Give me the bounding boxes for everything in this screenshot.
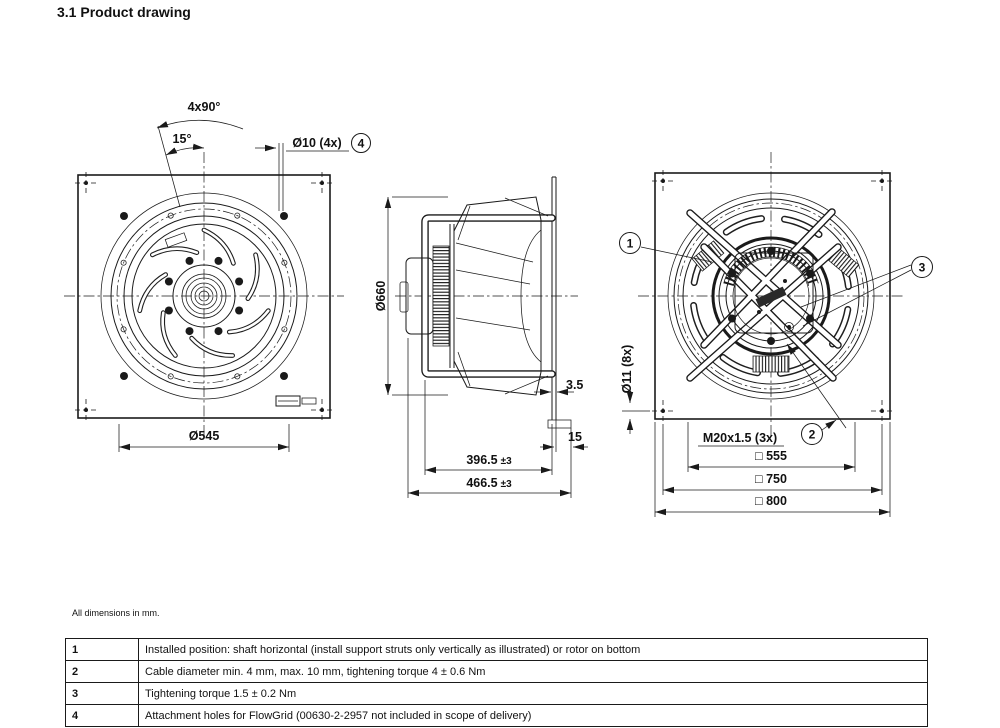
- front-corner-holes: [75, 172, 333, 421]
- legend-row-number: 4: [65, 704, 139, 727]
- front-view: Ø545 15° 4x90° Ø10 (4x) 4: [64, 100, 371, 452]
- callout-balloon-3: [911, 256, 933, 278]
- legend-table: 1 Installed position: shaft horizontal (…: [65, 638, 928, 727]
- rear-motor-fins: [723, 247, 819, 287]
- side-view: Ø660 3.5 15 396.5±3: [374, 176, 588, 498]
- side-impeller: [449, 196, 542, 396]
- rear-motor: [723, 246, 819, 345]
- front-hub: [164, 256, 244, 336]
- table-row: 1 Installed position: shaft horizontal (…: [65, 638, 928, 661]
- rear-cable-gland: [784, 322, 794, 332]
- side-dim-offset-label: 15: [568, 430, 582, 444]
- front-terminal-box: [275, 395, 317, 407]
- front-impeller-label: [164, 232, 188, 248]
- legend-row-text: Installed position: shaft horizontal (in…: [138, 638, 928, 661]
- rear-dim-square-mid-label: □ 750: [755, 472, 787, 486]
- side-dim-depth-total-label: 466.5±3: [466, 476, 512, 490]
- rear-dim-square-mid: □ 750: [662, 424, 883, 495]
- dimensions-note: All dimensions in mm.: [72, 608, 160, 618]
- side-dim-thickness-label: 3.5: [566, 378, 583, 392]
- callout-4-label: 4: [358, 137, 365, 151]
- callout-balloon-2: [801, 423, 823, 445]
- side-dim-depth-inner-label: 396.5±3: [466, 453, 512, 467]
- front-angle-annotations: 15° 4x90°: [156, 100, 244, 208]
- front-dim-hole: Ø10 (4x) 4: [255, 133, 371, 211]
- side-dim-depth-total: 466.5±3: [407, 338, 572, 498]
- legend-row-number: 3: [65, 682, 139, 705]
- legend-row-number: 2: [65, 660, 139, 683]
- rear-gland-thread-label: M20x1.5 (3x): [698, 431, 784, 447]
- front-fan-housing: [100, 192, 308, 400]
- callout-3-label: 3: [919, 261, 926, 275]
- side-support-struts: [421, 197, 556, 395]
- svg-text:M20x1.5 (3x): M20x1.5 (3x): [703, 431, 777, 445]
- rear-corner-holes: [652, 170, 893, 422]
- page-title: 3.1 Product drawing: [57, 4, 191, 20]
- side-dim-diameter-label: Ø660: [374, 281, 388, 312]
- front-angle-pattern-label: 4x90°: [188, 100, 221, 114]
- side-dim-thickness: 3.5: [534, 378, 583, 396]
- side-motor: [399, 245, 450, 347]
- front-dim-diameter: Ø545: [118, 424, 290, 452]
- rear-dim-hole: Ø11 (8x): [620, 345, 650, 434]
- legend-row-number: 1: [65, 638, 139, 661]
- table-row: 4 Attachment holes for FlowGrid (00630-2…: [65, 704, 928, 727]
- callout-2: 2: [786, 343, 847, 445]
- front-dim-hole-label: Ø10 (4x): [292, 136, 341, 150]
- front-angle-offset-label: 15°: [173, 132, 192, 146]
- rear-dim-hole-label: Ø11 (8x): [620, 345, 634, 394]
- product-drawing: Ø545 15° 4x90° Ø10 (4x) 4: [64, 100, 933, 517]
- callout-balloon-4: [351, 133, 371, 153]
- legend-row-text: Attachment holes for FlowGrid (00630-2-2…: [138, 704, 928, 727]
- side-dim-offset: 15: [540, 420, 588, 452]
- rear-mounting-plate: [654, 172, 891, 420]
- callout-1: 1: [619, 232, 713, 263]
- front-dim-diameter-label: Ø545: [189, 429, 220, 443]
- side-dim-diameter: Ø660: [374, 196, 448, 396]
- rear-motor-nameplate: [755, 286, 787, 308]
- side-motor-fins: [432, 245, 450, 347]
- front-attachment-screws: [120, 212, 288, 380]
- table-row: 3 Tightening torque 1.5 ± 0.2 Nm: [65, 682, 928, 705]
- callout-2-label: 2: [809, 428, 816, 442]
- rear-dim-square-outer-label: □ 800: [755, 494, 787, 508]
- callout-3: 3: [800, 256, 933, 327]
- rear-dim-square-outer: □ 800: [654, 422, 891, 517]
- callout-balloon-1: [619, 232, 641, 254]
- rear-dim-square-inner-label: □ 555: [755, 449, 787, 463]
- legend-row-text: Tightening torque 1.5 ± 0.2 Nm: [138, 682, 928, 705]
- legend-row-text: Cable diameter min. 4 mm, max. 10 mm, ti…: [138, 660, 928, 683]
- table-row: 2 Cable diameter min. 4 mm, max. 10 mm, …: [65, 660, 928, 683]
- rear-dim-square-inner: □ 555: [687, 422, 856, 472]
- side-dim-depth-inner: 396.5±3: [424, 380, 553, 475]
- callout-1-label: 1: [627, 237, 634, 251]
- rear-view: 1 3 2 M20x1.5 (3x) Ø11 (8x): [619, 152, 933, 517]
